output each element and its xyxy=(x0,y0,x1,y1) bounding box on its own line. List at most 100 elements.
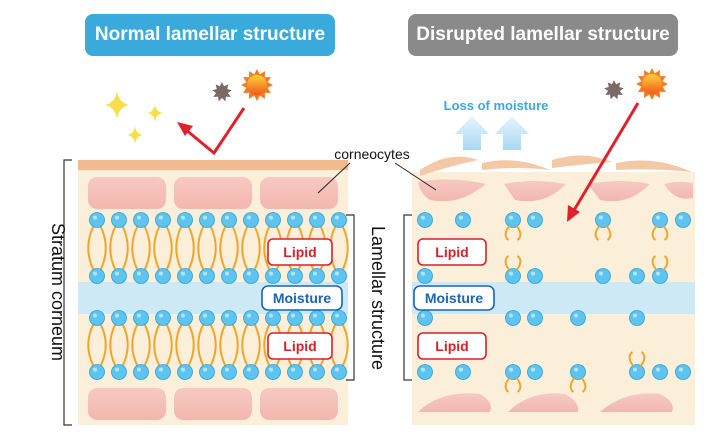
lipid-head-shine xyxy=(203,313,207,318)
lipid-head xyxy=(111,268,127,284)
lipid-head xyxy=(221,364,237,380)
dark-star xyxy=(604,80,624,100)
lipid-head-shine xyxy=(269,367,273,372)
lipid-tail xyxy=(87,225,95,271)
lipid-tail xyxy=(231,323,239,367)
lipid-head-shine xyxy=(531,367,535,372)
lipid-head xyxy=(417,268,433,284)
lipid-tail xyxy=(197,323,205,367)
lipid-head xyxy=(177,268,193,284)
lamellar-bracket-left xyxy=(346,214,355,381)
lipid-head-shine xyxy=(335,313,339,318)
corneocytes-leader-right xyxy=(394,162,437,191)
sun-core xyxy=(247,75,267,95)
lipid-tail xyxy=(253,323,261,367)
lipid-tail xyxy=(131,323,139,367)
corneocyte xyxy=(88,177,166,209)
lipid-tail xyxy=(504,377,511,393)
lipid-tail xyxy=(639,351,646,367)
lipid-tail xyxy=(109,323,117,367)
lipid-tail xyxy=(109,225,117,271)
lipid-head xyxy=(652,364,668,380)
lipid-head xyxy=(309,364,325,380)
lipid-head xyxy=(505,310,521,326)
lipid-tail xyxy=(651,255,658,271)
lipid-head xyxy=(133,212,149,228)
lipid-head xyxy=(455,212,471,228)
uv-ray-arrowhead xyxy=(177,122,193,136)
lipid-tail xyxy=(605,225,612,241)
lipid-tail xyxy=(131,225,139,271)
lipid-head-shine xyxy=(633,271,637,276)
lipid-tail xyxy=(121,225,129,271)
lipid-tail xyxy=(241,225,249,271)
lipid-head xyxy=(287,364,303,380)
lipid-head xyxy=(505,268,521,284)
lipid-tail xyxy=(165,225,173,271)
lipid-head xyxy=(243,310,259,326)
lipid-tail xyxy=(209,225,217,271)
lipid-head xyxy=(527,212,543,228)
lipid-head xyxy=(199,364,215,380)
lipid-head-shine xyxy=(159,367,163,372)
lipid-head xyxy=(199,310,215,326)
stratum-corneum-label: Stratum corneum xyxy=(48,223,68,361)
lipid-head-shine xyxy=(679,367,683,372)
lipid-label-lower: Lipid xyxy=(417,332,487,360)
lipid-tail xyxy=(175,225,183,271)
lipid-head-shine xyxy=(421,367,425,372)
lipid-tail xyxy=(197,225,205,271)
lipid-label-text: Lipid xyxy=(283,338,316,354)
lipid-head xyxy=(527,310,543,326)
moisture-label: Moisture xyxy=(261,285,343,311)
lipid-head xyxy=(652,212,668,228)
sparkle-icon xyxy=(127,126,143,144)
lipid-head xyxy=(243,268,259,284)
lipid-head xyxy=(652,268,668,284)
lipid-tail xyxy=(187,225,195,271)
lipid-tail xyxy=(175,323,183,367)
lipid-head-shine xyxy=(335,215,339,220)
lipid-head xyxy=(570,364,586,380)
lipid-tail xyxy=(580,377,587,393)
lipid-head xyxy=(331,212,347,228)
lifted-corneocyte xyxy=(420,156,478,176)
disrupted-structure-title: Disrupted lamellar structure xyxy=(408,14,678,56)
skin-surface-layer xyxy=(78,160,348,170)
lipid-head-shine xyxy=(291,215,295,220)
lipid-head xyxy=(287,310,303,326)
lipid-head-shine xyxy=(509,367,513,372)
corneocytes-label: corneocytes xyxy=(334,146,409,162)
lipid-head-shine xyxy=(656,367,660,372)
corneocyte xyxy=(588,181,650,202)
lipid-head-shine xyxy=(247,271,251,276)
lipid-tail xyxy=(263,323,271,367)
lipid-head xyxy=(287,212,303,228)
lifted-corneocyte xyxy=(482,160,550,170)
lipid-head-shine xyxy=(115,313,119,318)
lipid-head xyxy=(155,310,171,326)
uv-ray-arrow-icon xyxy=(571,102,640,213)
lipid-head-shine xyxy=(137,215,141,220)
lipid-head xyxy=(177,364,193,380)
lipid-label-lower: Lipid xyxy=(267,332,333,360)
lipid-tail xyxy=(209,323,217,367)
lipid-tail xyxy=(187,323,195,367)
lipid-head-shine xyxy=(203,271,207,276)
lipid-head-shine xyxy=(459,367,463,372)
lipid-head xyxy=(417,212,433,228)
lipid-tail xyxy=(341,225,349,271)
lipid-tail xyxy=(569,377,576,393)
lipid-tail xyxy=(219,323,227,367)
lipid-head xyxy=(265,212,281,228)
lipid-head-shine xyxy=(115,215,119,220)
corneocyte xyxy=(508,393,579,412)
lipid-head-shine xyxy=(159,271,163,276)
lipid-head xyxy=(89,268,105,284)
lipid-label-upper: Lipid xyxy=(417,238,487,266)
lipid-head xyxy=(595,212,611,228)
lipid-tail xyxy=(165,323,173,367)
normal-panel: Lipid Moisture Lipid xyxy=(78,160,349,425)
lipid-tail xyxy=(143,225,151,271)
